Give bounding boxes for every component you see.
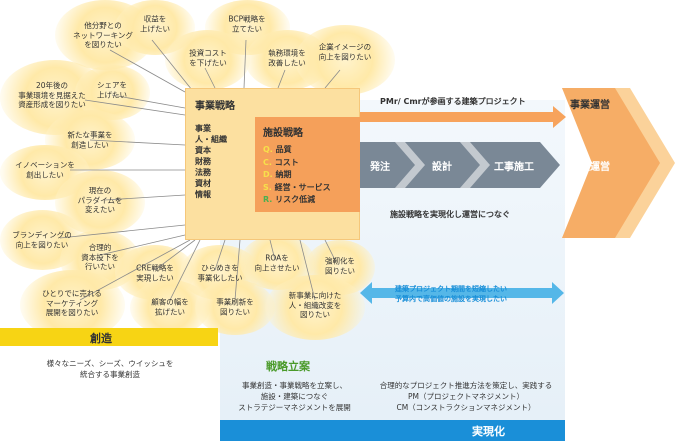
- business-item: 事業: [195, 124, 211, 133]
- wish-text: ブランディングの 向上を図りたい: [12, 230, 72, 250]
- facility-marker: Q.: [263, 145, 273, 154]
- souzou-label: 創造: [90, 332, 112, 345]
- facility-strategy-items: Q. 品質 C. コスト D. 納期 S. 経営・サービス R. リスク低減: [263, 144, 331, 207]
- wish-text: BCP戦略を 立てたい: [228, 14, 266, 34]
- facility-label: 品質: [275, 145, 292, 154]
- facility-label: 経営・サービス: [274, 182, 331, 192]
- wish-text: 他分野との ネットワーキング を図りたい: [73, 20, 133, 49]
- facility-label: リスク低減: [275, 195, 316, 204]
- pm-arrow-label: PMr/ Cmrが参画する建築プロジェクト: [380, 97, 526, 106]
- business-strategy-title: 事業戦略: [195, 101, 235, 112]
- wish-bubble: [165, 30, 250, 90]
- jitsugen-desc: 合理的なプロジェクト推進方法を策定し、実践する PM（プロジェクトマネジメント）…: [379, 381, 553, 412]
- facility-strategy-box: 施設戦略 Q. 品質 C. コスト D. 納期 S. 経営・サービス R. リス…: [255, 117, 360, 212]
- wish-text: 企業イメージの 向上を図りたい: [318, 42, 372, 62]
- wish-bubble: [195, 280, 275, 335]
- wish-text: 顧客の幅を 拡げたい: [151, 297, 189, 317]
- wish-bubble: [265, 275, 365, 340]
- wish-text: 20年後の 事業環境を見据えた 資産形成を図りたい: [18, 80, 86, 109]
- facility-strategy-title: 施設戦略: [263, 128, 303, 139]
- wish-bubble: [295, 25, 395, 95]
- facility-marker: S.: [263, 182, 272, 192]
- facility-label: コスト: [274, 157, 299, 167]
- facility-marker: D.: [263, 170, 273, 179]
- shorten-text: 建築プロジェクト期間を短縮したい 予算内で高価値の施設を実現したい: [395, 285, 507, 303]
- jitsugen-label: 実現化: [472, 425, 505, 438]
- phase-order: 発注: [370, 162, 390, 173]
- business-item: 財務: [195, 157, 211, 166]
- wish-text: ROAを 向上させたい: [254, 253, 300, 273]
- wish-text: 現在の パラダイムを 変えたい: [77, 185, 123, 214]
- senryaku-label: 戦略立案: [266, 360, 310, 373]
- business-item: 資材: [195, 179, 211, 188]
- facility-item: C. コスト: [263, 157, 331, 170]
- facility-marker: R.: [263, 195, 273, 204]
- wish-text: 合理的 資本投下を 行いたい: [81, 242, 119, 271]
- business-item: 法務: [195, 168, 211, 177]
- wish-text: 強靭化を 図りたい: [325, 256, 355, 276]
- business-item: 情報: [195, 190, 211, 199]
- wish-text: 収益を 上げたい: [140, 14, 170, 34]
- phase-construction: 工事施工: [494, 162, 534, 173]
- realize-text: 施設戦略を実現化し運営につなぐ: [390, 210, 510, 219]
- business-operation-label: 事業運営: [570, 100, 610, 111]
- wish-text: ひとりでに売れる マーケティング 展開を図りたい: [42, 288, 102, 317]
- business-item: 資本: [195, 146, 211, 155]
- wish-text: 投資コスト を下げたい: [189, 48, 227, 68]
- facility-item: Q. 品質: [263, 144, 331, 157]
- wish-text: 事業刷新を 図りたい: [216, 297, 254, 317]
- wish-text: 新事業に向けた 人・組織改変を 図りたい: [288, 290, 342, 319]
- business-item: 人・組織: [195, 135, 227, 144]
- facility-item: S. 経営・サービス: [263, 182, 331, 195]
- wish-text: イノベーションを 創出したい: [15, 160, 75, 180]
- facility-item: R. リスク低減: [263, 194, 331, 207]
- wish-text: 執務環境を 改善したい: [268, 48, 306, 68]
- facility-operation-label: 施設運営: [570, 162, 610, 173]
- facility-marker: C.: [263, 157, 272, 167]
- phase-design: 設計: [432, 162, 452, 173]
- facility-label: 納期: [275, 170, 292, 179]
- wish-text: CRE戦略を 実現したい: [136, 263, 174, 283]
- souzou-desc: 様々なニーズ、シーズ、ウイッシュを 統合する事業創造: [46, 359, 174, 379]
- senryaku-desc: 事業創造・事業戦略を立案し、 施設・建築につなぐ ストラテジーマネジメントを展開: [238, 381, 351, 412]
- wish-text: ひらめきを 事業化したい: [197, 263, 243, 283]
- facility-item: D. 納期: [263, 169, 331, 182]
- business-strategy-items: 事業 人・組織 資本 財務 法務 資材 情報: [195, 123, 227, 200]
- wish-text: シェアを 上げたい: [97, 80, 127, 100]
- wish-text: 新たな事業を 創造したい: [67, 130, 113, 150]
